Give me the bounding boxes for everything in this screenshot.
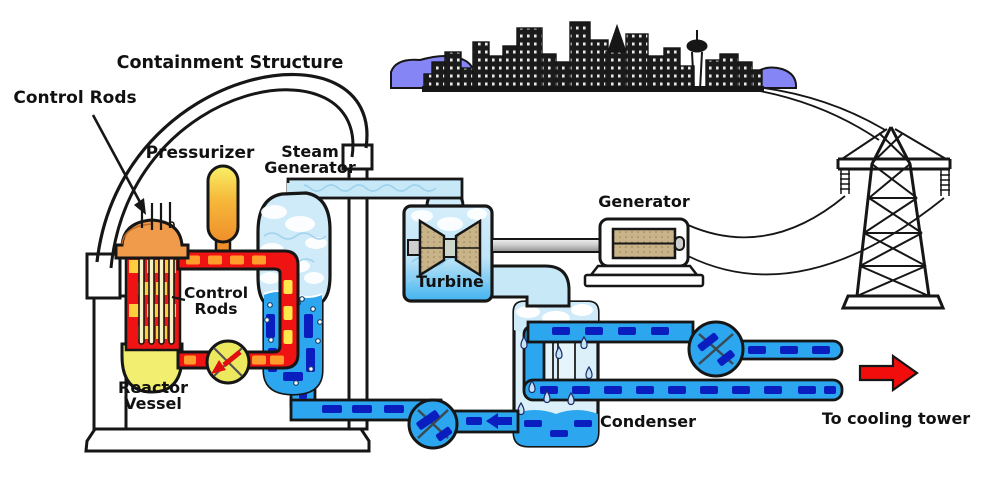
control-rods-tick [171, 295, 186, 302]
transmission-tower-icon [836, 126, 952, 310]
generator [583, 217, 705, 288]
cooling-outlet-pipe [526, 320, 695, 344]
containment-base [84, 427, 371, 453]
needle-tower-icon [686, 30, 708, 91]
steam-pipe [285, 177, 464, 213]
primary-coolant-loop [176, 249, 300, 370]
cooling-pump-icon [687, 320, 745, 378]
control-rod-stems [140, 202, 172, 230]
containment-dome-outer [95, 73, 369, 263]
city-skyline [390, 21, 798, 92]
cooling-water-pipes [517, 320, 844, 416]
condenser-water [514, 410, 598, 446]
water-drops [517, 335, 593, 416]
insulator-right [940, 170, 950, 196]
insulator-left [840, 170, 850, 194]
containment-wall-right [347, 164, 369, 431]
feedwater-pump-icon [407, 398, 459, 450]
turbine-exhaust-pipe [488, 264, 571, 308]
reactor-head [114, 202, 190, 260]
hot-flow-dashes [184, 255, 284, 365]
containment-dome-inner [109, 88, 355, 269]
turbine-blades-icon [407, 218, 482, 278]
coolant-pump-icon [205, 339, 251, 385]
buildings [423, 21, 763, 91]
to-cooling-tower-arrow-icon [858, 353, 919, 393]
turbine-shaft [491, 238, 615, 253]
flow-dashes [540, 327, 836, 394]
containment-wall-left [92, 294, 128, 431]
city-ground [422, 86, 764, 92]
containment-structure [84, 73, 374, 453]
control-rods-arrow [91, 114, 146, 215]
